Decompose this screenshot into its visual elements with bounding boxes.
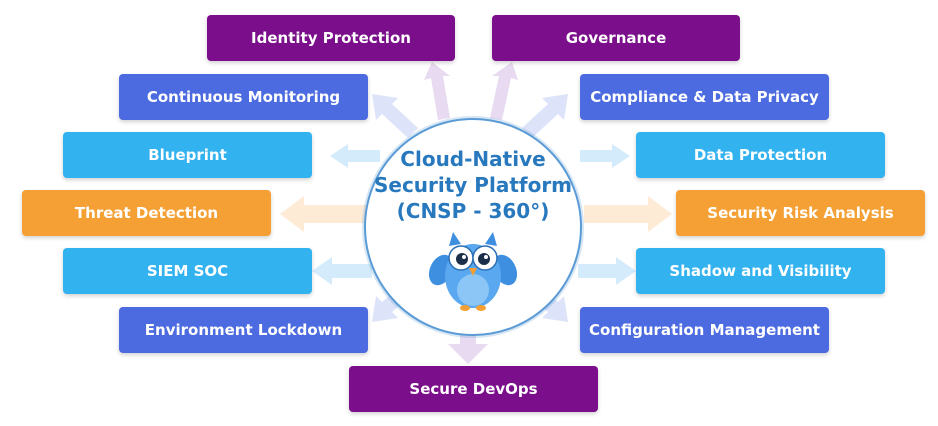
node-configuration-management: Configuration Management <box>580 307 829 353</box>
node-continuous-monitoring: Continuous Monitoring <box>119 74 368 120</box>
node-compliance-data-privacy: Compliance & Data Privacy <box>580 74 829 120</box>
node-blueprint: Blueprint <box>63 132 312 178</box>
owl-icon <box>429 232 517 311</box>
arrow-siem-soc <box>312 257 372 285</box>
arrow-continuous-monitoring <box>372 94 418 138</box>
arrow-governance <box>490 62 518 120</box>
node-shadow-visibility: Shadow and Visibility <box>636 248 885 294</box>
center-circle: Cloud-Native Security Platform (CNSP - 3… <box>364 118 582 336</box>
arrow-shadow-visibility <box>578 257 636 285</box>
arrow-security-risk <box>584 196 672 232</box>
arrow-secure-devops <box>448 332 488 364</box>
center-title-line-1: Cloud-Native <box>400 147 546 171</box>
node-environment-lockdown: Environment Lockdown <box>119 307 368 353</box>
node-data-protection: Data Protection <box>636 132 885 178</box>
arrow-compliance <box>522 94 568 138</box>
arrow-data-protection <box>580 144 630 168</box>
node-governance: Governance <box>492 15 740 61</box>
node-secure-devops: Secure DevOps <box>349 366 598 412</box>
arrow-threat-detection <box>280 196 370 232</box>
arrow-identity-protection <box>424 62 450 120</box>
center-title: Cloud-Native Security Platform (CNSP - 3… <box>366 146 580 224</box>
center-title-line-2: Security Platform <box>373 173 573 197</box>
node-identity-protection: Identity Protection <box>207 15 455 61</box>
node-siem-soc: SIEM SOC <box>63 248 312 294</box>
node-threat-detection: Threat Detection <box>22 190 271 236</box>
arrow-blueprint <box>330 144 380 168</box>
center-title-line-3: (CNSP - 360°) <box>396 199 550 223</box>
node-security-risk-analysis: Security Risk Analysis <box>676 190 925 236</box>
